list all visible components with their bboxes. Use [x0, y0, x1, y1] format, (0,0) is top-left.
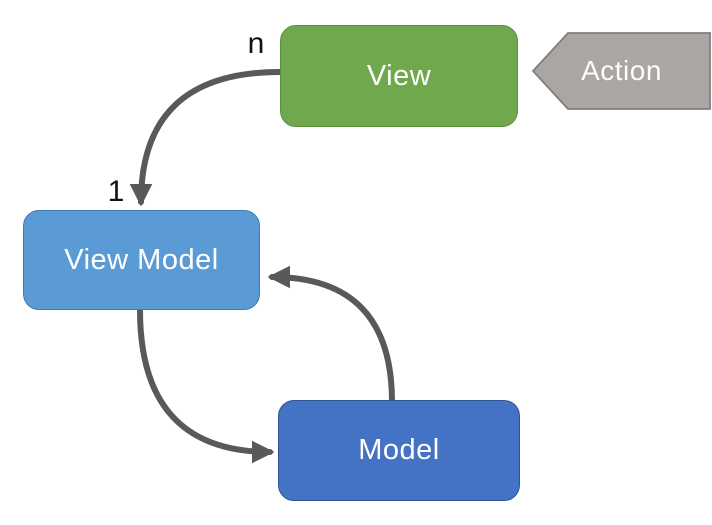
- node-model: Model: [278, 400, 520, 501]
- arrow-view-to-viewmodel: [129, 69, 283, 207]
- node-view-model-label: View Model: [64, 243, 219, 276]
- action-tag-outline: [531, 32, 711, 110]
- multiplicity-n-label: n: [247, 27, 265, 60]
- arrow-model-to-viewmodel: [267, 265, 395, 405]
- multiplicity-1-label: 1: [107, 175, 125, 208]
- node-view: View: [280, 25, 518, 127]
- node-model-label: Model: [358, 434, 440, 466]
- arrow-viewmodel-to-model: [137, 307, 275, 464]
- node-view-model: View Model: [23, 210, 260, 310]
- node-view-label: View: [366, 59, 432, 92]
- action-tag-shape: [533, 33, 710, 109]
- action-tag-label: Action: [581, 55, 662, 86]
